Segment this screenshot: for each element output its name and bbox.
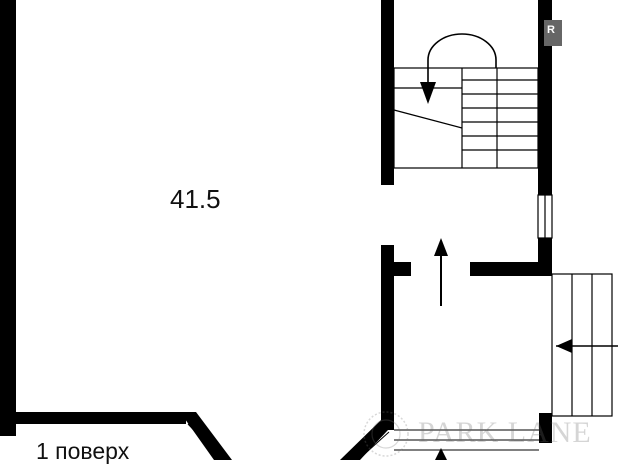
bay-window-lines (187, 423, 390, 460)
watermark: PARK LANE (360, 408, 620, 460)
wall-center-notch (390, 55, 394, 125)
entrance-steps (394, 429, 539, 451)
upper-stairs (393, 33, 539, 169)
room-area-label: 41.5 (170, 184, 221, 214)
porch-steps (551, 273, 618, 417)
watermark-text: PARK LANE (418, 416, 592, 449)
wall-left (0, 0, 16, 436)
wall-stub-right (470, 262, 552, 276)
wall-right-lower (538, 238, 552, 276)
wall-bottom-left (0, 412, 186, 424)
wall-right-upper (538, 0, 552, 195)
floor-label: 1 поверх (36, 438, 130, 464)
corner-stamp-text: R (547, 24, 555, 36)
wall-stub-left (381, 262, 411, 276)
entry-arrow-bottom (435, 448, 447, 460)
wall-center-upper (381, 0, 394, 185)
corner-stamp (544, 20, 562, 46)
entry-arrow-center (434, 238, 448, 306)
wall-right-bottom (539, 413, 552, 443)
wall-center-lower (381, 245, 394, 430)
wall-bay-right (340, 420, 388, 460)
walls (0, 0, 552, 460)
window-right (537, 194, 553, 239)
watermark-logo-icon (363, 411, 409, 457)
